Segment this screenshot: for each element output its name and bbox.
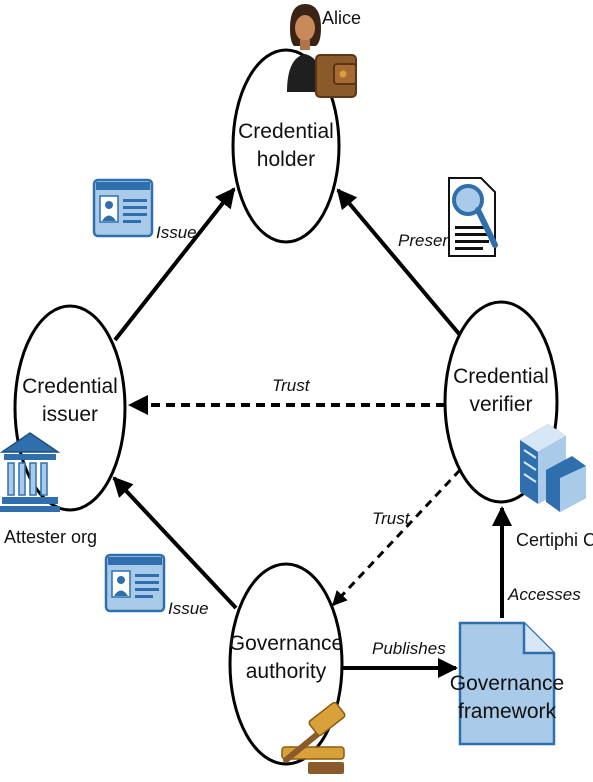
person-icon [287,4,323,92]
holder-label-line2: holder [257,148,315,171]
governance-authority-node: Governance authority [228,562,344,766]
id-card-icon [104,553,166,613]
trust-diag-label: Trust [372,509,411,528]
attester-org-label: Attester org [4,527,97,547]
framework-label-line1: Governance [450,672,564,695]
publishes-label: Publishes [372,639,446,658]
office-building-icon [520,424,586,512]
id-card-icon [92,178,154,238]
issue-top-label: Issue [156,223,197,242]
governance-label-line1: Governance [229,632,343,655]
gavel-icon [281,701,346,774]
wallet-icon [315,54,357,98]
trust-diag-edge [331,468,462,607]
governance-framework-document: Governance framework [450,621,564,746]
framework-label-line2: framework [458,700,557,723]
holder-label-line1: Credential [238,120,334,143]
verifier-label-line2: verifier [469,393,532,416]
issuer-label-line1: Credential [22,375,118,398]
issuer-label-line2: issuer [42,403,98,426]
bank-building-icon [0,432,61,512]
accesses-label: Accesses [507,585,581,604]
verifier-label-line1: Credential [453,365,549,388]
present-edge [336,188,462,337]
present-label: Present [398,231,458,250]
document-magnifier-icon [448,177,498,257]
issue-bottom-label: Issue [168,599,209,618]
alice-label: Alice [322,8,361,28]
governance-label-line2: authority [246,660,327,683]
issue-bottom-edge [112,476,238,610]
credential-holder-node: Credential holder [231,48,341,244]
certiphi-corp-label: Certiphi Corp [516,530,593,550]
trust-top-label: Trust [272,376,311,395]
issue-top-edge [113,187,236,342]
